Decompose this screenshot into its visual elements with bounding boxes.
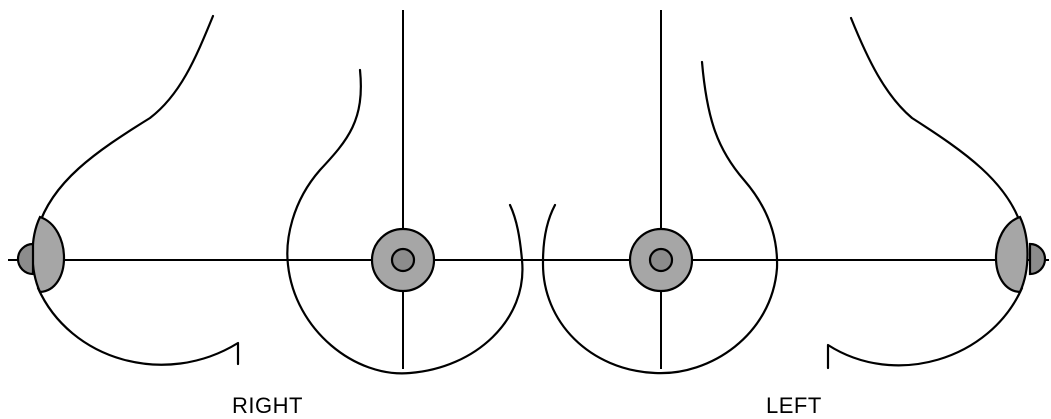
right-frontal-nipple	[392, 249, 414, 271]
right-frontal-breast-outer-contour	[287, 70, 522, 373]
left-frontal-view	[543, 10, 777, 373]
right-lateral-areola	[33, 217, 65, 292]
right-lateral-breast-upper-contour	[38, 16, 213, 228]
left-frontal-nipple	[650, 249, 672, 271]
left-lateral-nipple	[1030, 244, 1045, 274]
right-lateral-breast-lower-contour	[38, 288, 238, 365]
right-lateral-nipple	[18, 244, 33, 274]
left-label: LEFT	[766, 393, 822, 419]
left-lateral-breast-lower-contour	[828, 288, 1022, 368]
left-lateral-breast-upper-contour	[851, 18, 1022, 228]
right-label: RIGHT	[232, 393, 303, 419]
left-lateral-view	[828, 18, 1045, 368]
right-lateral-view	[18, 16, 238, 365]
right-frontal-view	[287, 10, 522, 373]
left-lateral-areola	[996, 217, 1028, 292]
